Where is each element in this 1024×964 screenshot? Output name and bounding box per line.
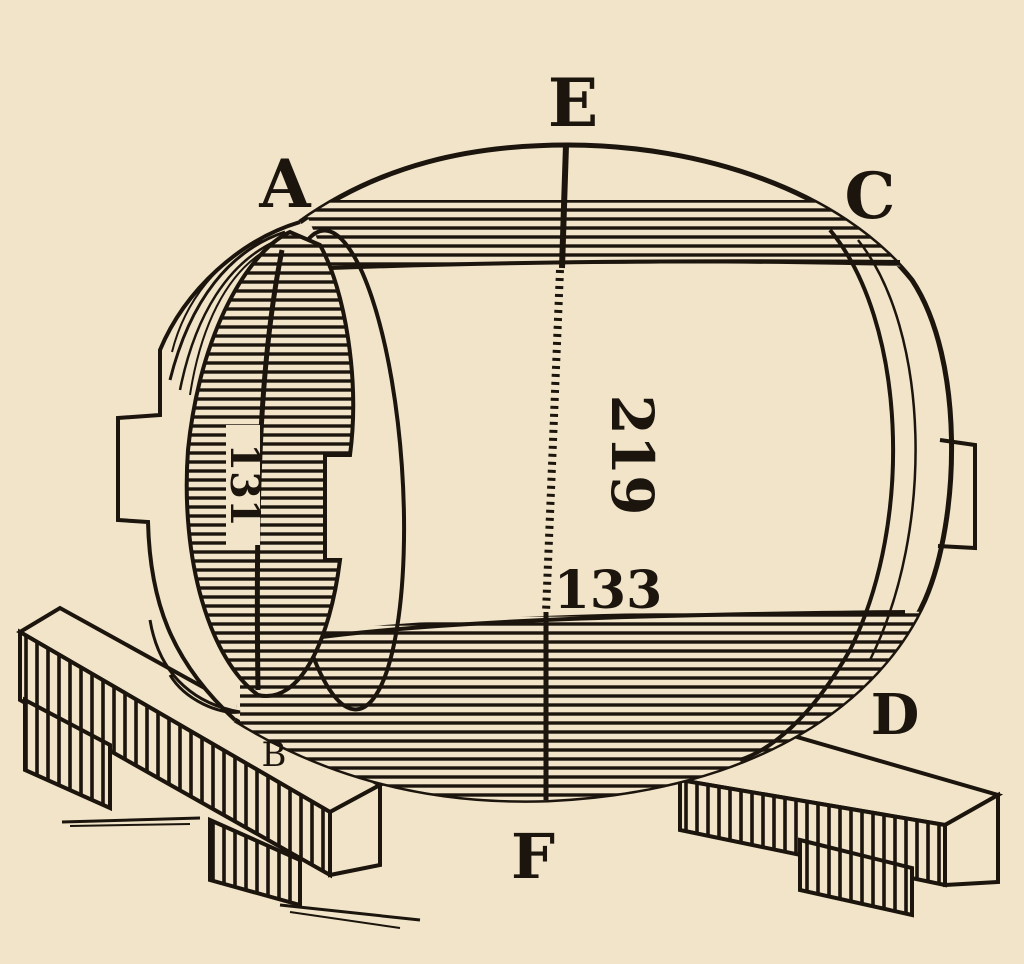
barrel-left-head xyxy=(116,220,407,722)
middle-upper-number: 219 xyxy=(598,394,666,515)
label-e: E xyxy=(548,64,598,142)
label-b: B xyxy=(262,735,287,775)
label-c: C xyxy=(845,159,896,234)
label-d: D xyxy=(871,682,920,748)
middle-lower-number: 133 xyxy=(554,560,663,621)
head-diameter-number: 131 xyxy=(221,443,268,527)
barrel-body xyxy=(233,142,977,803)
label-a: A xyxy=(258,145,311,223)
left-trestle xyxy=(16,605,421,929)
label-f: F xyxy=(511,820,555,893)
right-trestle xyxy=(672,732,1004,918)
